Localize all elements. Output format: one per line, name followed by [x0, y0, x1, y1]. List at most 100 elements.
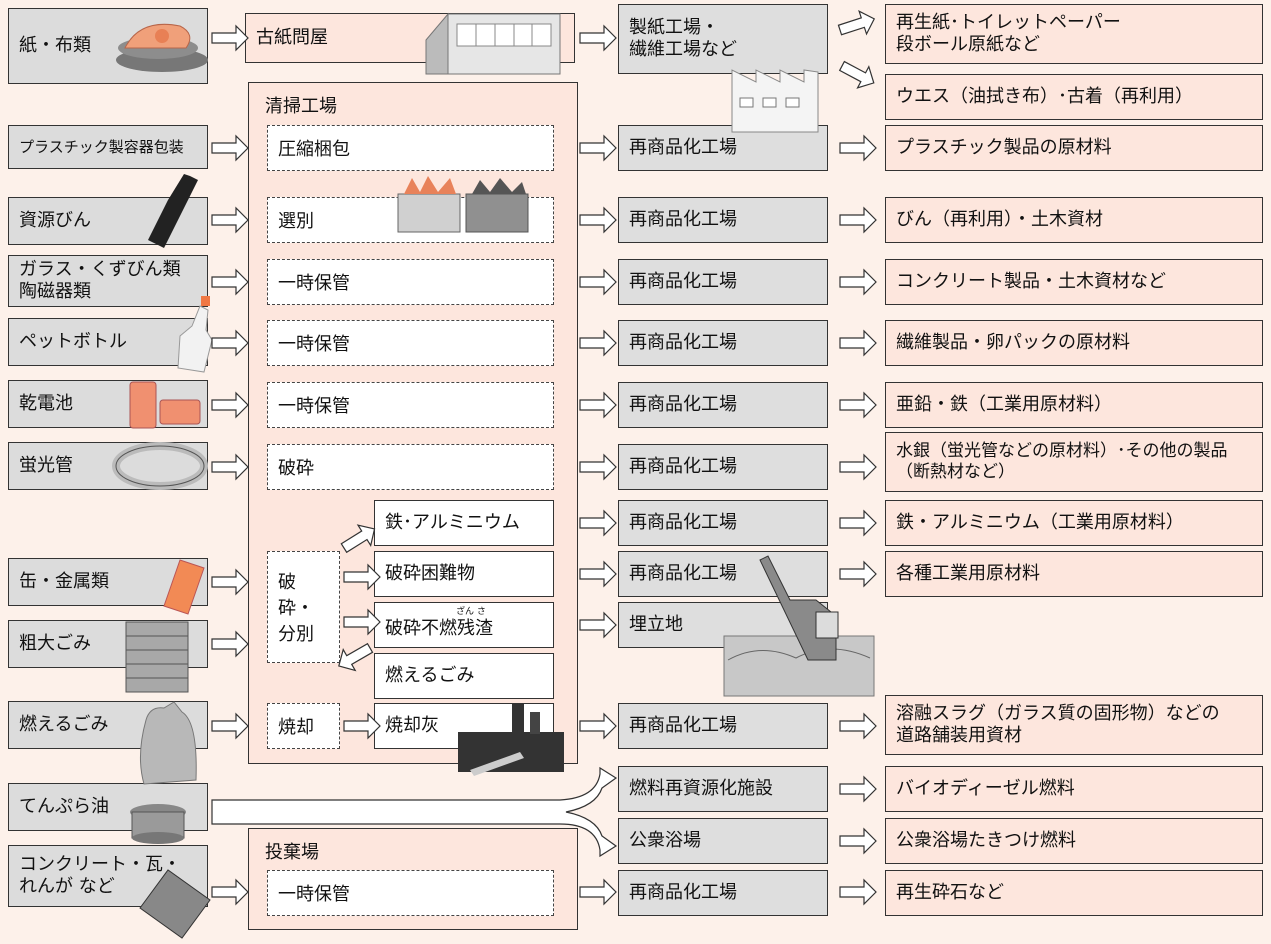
roof-tile-icon	[139, 869, 211, 939]
step-storage-pet: 一時保管	[267, 320, 554, 366]
source-label: 缶・金属類	[19, 570, 109, 592]
product-plastic: プラスチック製品の原材料	[885, 125, 1263, 171]
facility-recycle-concrete: 再商品化工場	[618, 870, 828, 916]
arrow-plastic	[211, 135, 249, 161]
source-label: ペットボトル	[19, 330, 127, 352]
pet-bottle-icon	[177, 296, 213, 373]
battery-icon	[129, 381, 201, 429]
arrow-to-product	[839, 392, 877, 418]
facility-label: 製紙工場・	[629, 16, 719, 38]
cabinet-icon	[125, 621, 189, 693]
product-label: 溶融スラグ（ガラス質の固形物）などの	[896, 702, 1220, 724]
source-label: 乾電池	[19, 392, 73, 414]
facility-label: 燃料再資源化施設	[629, 777, 773, 799]
arrow-paper-wholesaler	[211, 25, 249, 51]
arrow-to-product	[839, 713, 877, 739]
sorting-bins-icon	[397, 176, 529, 233]
fluorescent-tube-icon	[112, 442, 208, 490]
arrow-to-landfill	[579, 612, 617, 638]
arrow-crush-to-residue	[343, 609, 381, 635]
product-label: びん（再利用）・土木資材	[896, 208, 1103, 230]
step-label: 一時保管	[278, 884, 350, 905]
arrow-concrete	[211, 879, 249, 905]
facility-label: 繊維工場など	[629, 39, 737, 60]
source-label: 紙・布類	[19, 34, 91, 56]
incinerator-icon	[458, 704, 564, 776]
arrow-to-recycle	[579, 561, 617, 587]
source-label: ガラス・くずびん類	[19, 258, 181, 280]
output-label: 破砕不燃残渣	[385, 617, 493, 639]
garbage-bag-icon	[139, 701, 197, 785]
facility-label: 再商品化工場	[629, 511, 737, 533]
output-residue: 破砕不燃残渣	[374, 602, 554, 648]
source-label: プラスチック製容器包装	[19, 137, 184, 156]
product-biodiesel: バイオディーゼル燃料	[885, 766, 1263, 812]
facility-recycle-industrial: 再商品化工場	[618, 551, 828, 597]
output-label: 焼却灰	[385, 714, 439, 736]
product-bath-fuel: 公衆浴場たきつけ燃料	[885, 818, 1263, 864]
facility-recycle-battery: 再商品化工場	[618, 382, 828, 428]
product-label: 再生砕石など	[896, 881, 1004, 903]
source-label: コンクリート・瓦・	[19, 853, 181, 875]
facility-label: 再商品化工場	[629, 270, 737, 292]
step-label: 一時保管	[278, 334, 350, 355]
product-label: 各種工業用原材料	[896, 562, 1040, 584]
arrow-fluorescent	[211, 454, 249, 480]
source-label: てんぷら油	[19, 795, 109, 817]
product-label: コンクリート製品・土木資材など	[896, 270, 1166, 292]
step-crush-sort: 破砕・分別	[267, 551, 340, 663]
product-label: 鉄・アルミニウム（工業用原材料）	[896, 511, 1184, 533]
facility-bath: 公衆浴場	[618, 818, 828, 864]
facility-label: 埋立地	[629, 613, 683, 635]
product-bottles: びん（再利用）・土木資材	[885, 197, 1263, 243]
arrow-to-product	[839, 135, 877, 161]
factory-icon	[731, 69, 819, 133]
product-slag: 溶融スラグ（ガラス質の固形物）などの道路舗装用資材	[885, 695, 1263, 755]
arrow-burnable	[211, 713, 249, 739]
warehouse-icon	[425, 12, 561, 75]
facility-label: 再商品化工場	[629, 714, 737, 736]
source-label: 蛍光管	[19, 454, 73, 476]
excavator-landfill-icon	[723, 555, 875, 697]
step-label: 一時保管	[278, 273, 350, 294]
arrow-to-product	[839, 207, 877, 233]
arrow-crush-to-iron	[337, 518, 382, 559]
arrow-to-recycle	[579, 454, 617, 480]
step-label: 圧縮梱包	[278, 139, 350, 160]
pot-icon	[130, 804, 186, 844]
bottle-icon	[148, 174, 198, 248]
product-industrial: 各種工業用原材料	[885, 551, 1263, 597]
output-label: 破砕困難物	[385, 562, 475, 584]
arrow-to-product	[839, 879, 877, 905]
arrow-incinerate-to-ash	[343, 713, 381, 739]
source-glass: ガラス・くずびん類陶磁器類	[8, 255, 208, 307]
product-label: ウエス（油拭き布）･古着（再利用）	[896, 85, 1193, 107]
disposal-storage: 一時保管	[267, 870, 554, 916]
arrow-to-recycle	[579, 510, 617, 536]
arrow-to-product	[839, 561, 877, 587]
step-label: 破砕・	[278, 572, 314, 619]
arrow-battery	[211, 392, 249, 418]
product-label: 道路舗装用資材	[896, 725, 1022, 746]
source-plastic: プラスチック製容器包装	[8, 125, 208, 169]
product-label: 公衆浴場たきつけ燃料	[896, 829, 1076, 851]
arrow-to-product	[839, 510, 877, 536]
facility-paper-mill: 製紙工場・繊維工場など	[618, 4, 828, 74]
can-icon	[163, 559, 205, 615]
output-burn-garbage: 燃えるごみ	[374, 653, 554, 699]
product-label: 亜鉛・鉄（工業用原材料）	[896, 393, 1112, 415]
facility-label: 再商品化工場	[629, 208, 737, 230]
disposal-site-title: 投棄場	[265, 842, 319, 863]
arrow-to-recycle	[579, 135, 617, 161]
arrow-crush-to-hard	[343, 564, 381, 590]
facility-recycle-plastic: 再商品化工場	[618, 125, 828, 171]
step-incinerate: 焼却	[267, 703, 340, 749]
product-battery: 亜鉛・鉄（工業用原材料）	[885, 382, 1263, 428]
arrow-to-product	[839, 776, 877, 802]
arrow-to-product	[839, 828, 877, 854]
facility-label: 再商品化工場	[629, 393, 737, 415]
output-iron-al: 鉄･アルミニウム	[374, 500, 554, 546]
step-label: 破砕	[278, 458, 314, 479]
arrow-wholesaler-mill	[579, 25, 617, 51]
